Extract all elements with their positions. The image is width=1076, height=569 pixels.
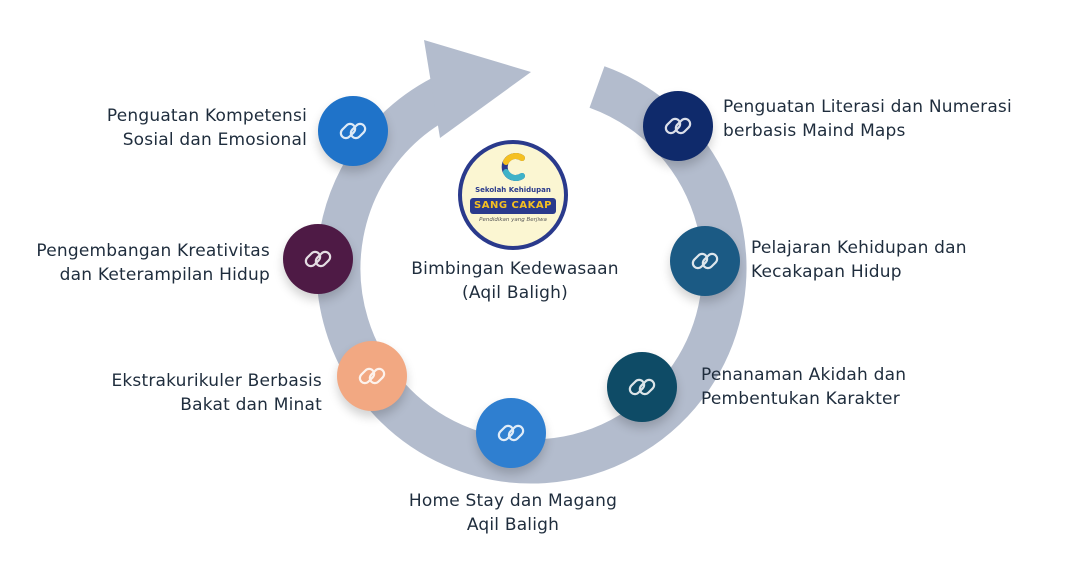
label-line: Ekstrakurikuler Berbasis xyxy=(111,371,322,391)
label-homestay-magang: Home Stay dan Magang Aqil Baligh xyxy=(393,489,633,537)
link-chain-icon xyxy=(358,367,386,385)
cycle-ring-arc xyxy=(316,66,747,484)
label-line: Penguatan Kompetensi xyxy=(106,106,307,126)
center-title-line1: Bimbingan Kedewasaan xyxy=(411,259,619,279)
label-line: Sosial dan Emosional xyxy=(122,130,307,150)
label-kreativitas-keterampilan: Pengembangan Kreativitas dan Keterampila… xyxy=(10,239,270,287)
label-line: Kecakapan Hidup xyxy=(751,262,902,282)
node-kreativitas-keterampilan xyxy=(283,224,353,294)
school-logo: Sekolah Kehidupan SANG CAKAP Pendidikan … xyxy=(458,140,568,250)
label-line: Penguatan Literasi dan Numerasi xyxy=(723,97,1012,117)
cycle-arrow-head xyxy=(424,40,531,138)
label-line: Pembentukan Karakter xyxy=(701,389,900,409)
node-sosial-emosional xyxy=(318,96,388,166)
label-ekstrakurikuler: Ekstrakurikuler Berbasis Bakat dan Minat xyxy=(60,369,322,417)
node-literasi-numerasi xyxy=(643,91,713,161)
link-chain-icon xyxy=(304,250,332,268)
label-line: dan Keterampilan Hidup xyxy=(59,265,270,285)
center-title: Bimbingan Kedewasaan (Aqil Baligh) xyxy=(405,257,625,305)
label-line: Home Stay dan Magang xyxy=(408,491,618,511)
link-chain-icon xyxy=(339,122,367,140)
label-akidah-karakter: Penanaman Akidah dan Pembentukan Karakte… xyxy=(701,363,906,411)
link-chain-icon xyxy=(691,252,719,270)
link-chain-icon xyxy=(497,424,525,442)
label-kehidupan-kecakapan: Pelajaran Kehidupan dan Kecakapan Hidup xyxy=(751,236,967,284)
label-line: Pengembangan Kreativitas xyxy=(36,241,270,261)
label-line: Pelajaran Kehidupan dan xyxy=(751,238,967,258)
logo-school-name: SANG CAKAP xyxy=(470,198,556,214)
link-chain-icon xyxy=(628,378,656,396)
center-title-line2: (Aqil Baligh) xyxy=(462,283,568,303)
node-homestay-magang xyxy=(476,398,546,468)
label-literasi-numerasi: Penguatan Literasi dan Numerasi berbasis… xyxy=(723,95,1012,143)
node-kehidupan-kecakapan xyxy=(670,226,740,296)
node-ekstrakurikuler xyxy=(337,341,407,411)
logo-c-mark-icon xyxy=(501,153,525,181)
label-line: Aqil Baligh xyxy=(466,515,560,535)
label-sosial-emosional: Penguatan Kompetensi Sosial dan Emosiona… xyxy=(60,104,307,152)
logo-school-top: Sekolah Kehidupan xyxy=(475,186,551,194)
label-line: Penanaman Akidah dan xyxy=(701,365,907,385)
logo-tagline: Pendidikan yang Berjiwa xyxy=(479,217,547,223)
label-line: berbasis Maind Maps xyxy=(723,121,906,141)
node-akidah-karakter xyxy=(607,352,677,422)
label-line: Bakat dan Minat xyxy=(180,395,322,415)
link-chain-icon xyxy=(664,117,692,135)
